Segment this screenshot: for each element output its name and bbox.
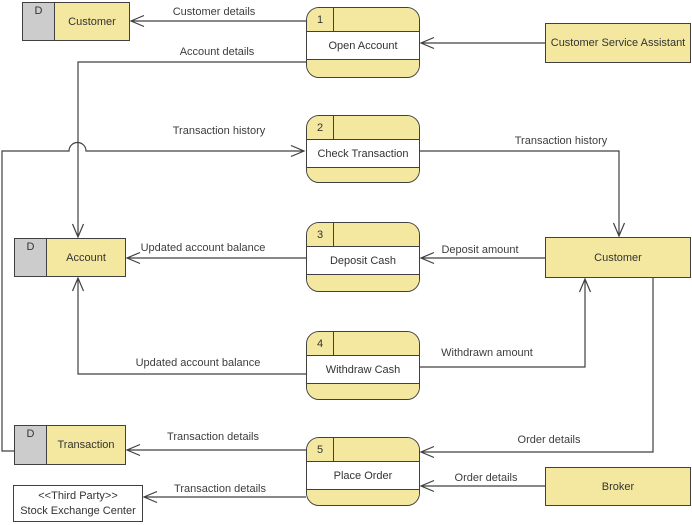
process-name: Open Account	[307, 32, 419, 60]
entity-broker[interactable]: Broker	[545, 467, 691, 506]
process-number: 4	[307, 332, 334, 355]
flow-order-details-from-broker[interactable]	[419, 479, 545, 493]
entity-name: Customer	[594, 251, 642, 264]
data-store-name: Customer	[68, 15, 116, 28]
process-bottom-band	[307, 168, 419, 182]
flow-updated-account-balance-from-withdraw[interactable]	[71, 276, 307, 375]
flow-account-details-to-account-store[interactable]	[71, 61, 307, 239]
process-top-band: 2	[307, 116, 419, 140]
flow-customer-details-to-customer-store[interactable]	[129, 14, 306, 28]
process-number: 5	[307, 438, 334, 461]
process-top-band: 3	[307, 223, 419, 247]
flow-withdrawn-amount[interactable]	[420, 277, 592, 368]
flow-customer-details-from-csa[interactable]	[419, 36, 545, 50]
process-name: Place Order	[307, 462, 419, 490]
process-name: Withdraw Cash	[307, 356, 419, 384]
flow-deposit-amount[interactable]	[419, 251, 545, 265]
flow-updated-account-balance-from-deposit[interactable]	[125, 251, 306, 265]
entity-customer[interactable]: Customer	[545, 237, 691, 278]
data-store-id-cell: D	[15, 426, 47, 464]
data-store-id-cell: D	[15, 239, 47, 276]
flow-label: Updated account balance	[135, 357, 261, 369]
process-deposit-cash[interactable]: 3 Deposit Cash	[306, 222, 420, 292]
flow-label: Transaction history	[514, 135, 608, 147]
entity-name: Customer Service Assistant	[550, 37, 686, 49]
stereotype-label: <<Third Party>>	[38, 489, 118, 502]
flow-label: Updated account balance	[140, 242, 266, 254]
process-top-band: 1	[307, 8, 419, 32]
store-id-label: D	[26, 241, 35, 253]
process-withdraw-cash[interactable]: 4 Withdraw Cash	[306, 331, 420, 400]
data-store-name: Transaction	[57, 439, 115, 451]
flow-label: Order details	[517, 434, 581, 446]
flow-label: Account details	[179, 46, 255, 58]
process-top-band: 4	[307, 332, 419, 356]
flow-transaction-details-to-stock-exchange[interactable]	[142, 490, 306, 504]
data-store-transaction[interactable]: D Transaction	[14, 425, 126, 465]
process-number: 3	[307, 223, 334, 246]
process-bottom-band	[307, 60, 419, 77]
flow-label: Transaction details	[167, 431, 259, 443]
flow-label: Transaction history	[172, 125, 266, 137]
process-top-band: 5	[307, 438, 419, 462]
process-check-transaction[interactable]: 2 Check Transaction	[306, 115, 420, 183]
flow-transaction-history-to-check-transaction[interactable]	[1, 141, 306, 452]
store-id-label: D	[34, 5, 43, 17]
flow-label: Customer details	[172, 6, 256, 18]
flow-label: Order details	[454, 472, 518, 484]
process-open-account[interactable]: 1 Open Account	[306, 7, 420, 78]
process-bottom-band	[307, 384, 419, 399]
data-store-id-cell: D	[23, 3, 55, 40]
store-id-label: D	[26, 428, 35, 440]
flow-label: Deposit amount	[441, 244, 519, 256]
data-store-account[interactable]: D Account	[14, 238, 126, 277]
flow-label: Transaction details	[174, 483, 266, 495]
flow-order-details-from-customer[interactable]	[419, 278, 654, 459]
flow-transaction-details-to-transaction-store[interactable]	[125, 443, 306, 457]
flow-label: Withdrawn amount	[441, 347, 533, 359]
process-number: 1	[307, 8, 334, 31]
flow-transaction-history-to-customer[interactable]	[420, 150, 626, 238]
entity-customer-service-assistant[interactable]: Customer Service Assistant	[545, 23, 691, 63]
process-name: Check Transaction	[307, 140, 419, 168]
entity-stock-exchange-center[interactable]: <<Third Party>> Stock Exchange Center	[13, 485, 143, 522]
process-place-order[interactable]: 5 Place Order	[306, 437, 420, 506]
process-bottom-band	[307, 275, 419, 291]
process-bottom-band	[307, 490, 419, 505]
entity-name: Stock Exchange Center	[20, 504, 136, 517]
data-store-name: Account	[66, 251, 106, 264]
data-store-customer[interactable]: D Customer	[22, 2, 130, 41]
entity-name: Broker	[601, 480, 635, 493]
process-number: 2	[307, 116, 334, 139]
process-name: Deposit Cash	[307, 247, 419, 275]
